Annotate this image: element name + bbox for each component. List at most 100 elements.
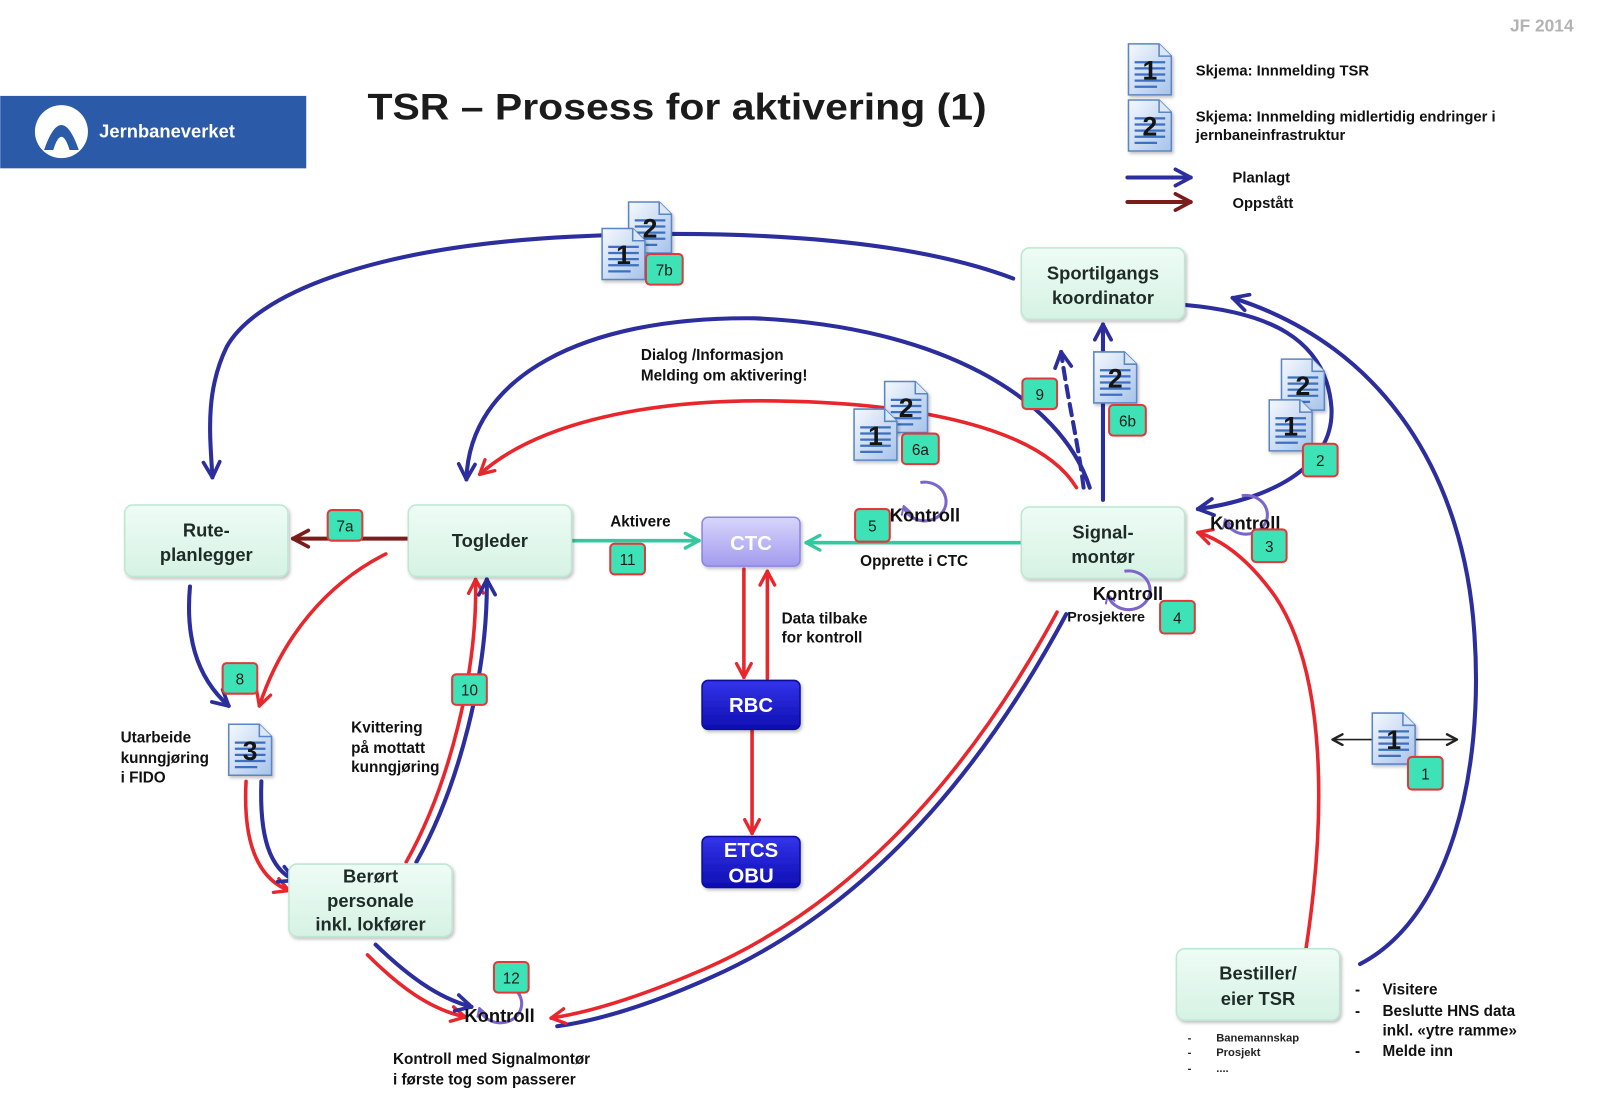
node-label-line: personale	[327, 890, 414, 911]
arrow-bestiller-to-signalmontor	[1196, 527, 1321, 951]
step-badge-5: 5	[854, 508, 891, 543]
node-sportilgangs-koordinator: Sportilgangs koordinator	[1020, 247, 1186, 321]
connector-arrows	[186, 231, 1479, 1029]
node-label-line: CTC	[730, 533, 772, 555]
document-number: 1	[868, 421, 883, 451]
list-bullet: -	[1188, 1033, 1192, 1045]
step-number: 6b	[1119, 413, 1136, 430]
step-badge-7a: 7a	[326, 509, 364, 542]
document-icon-1: 1	[1372, 713, 1415, 764]
arrow-berort-to-togleder-occurred	[404, 577, 485, 864]
node-bestiller: Bestiller/ eier TSR	[1175, 947, 1341, 1021]
legend-form-1-label: Skjema: Innmelding TSR	[1196, 63, 1370, 79]
list-bullet: -	[1188, 1047, 1192, 1059]
document-icon-1: 1	[602, 229, 645, 280]
list-item: Beslutte HNS data	[1382, 1003, 1515, 1020]
arrow-ruteplanlegger-to-fido	[186, 584, 231, 708]
document-number: 1	[616, 240, 631, 270]
step-badge-10: 10	[451, 673, 488, 706]
prosjektere-label: Prosjektere	[1067, 609, 1145, 625]
step-badge-11: 11	[609, 542, 646, 576]
watermark: JF 2014	[1510, 16, 1574, 36]
kontroll-med-label: i første tog som passerer	[393, 1071, 576, 1088]
list-item: Melde inn	[1382, 1043, 1453, 1060]
list-item: Prosjekt	[1216, 1047, 1261, 1059]
step-number: 6a	[912, 442, 930, 459]
list-bullet: -	[1355, 1043, 1360, 1060]
logo-arch-icon	[44, 124, 79, 150]
kvittering-label: på mottatt	[351, 740, 425, 757]
step-badge-1: 1	[1406, 755, 1444, 791]
legend-form-2-label: Skjema: Innmelding midlertidig endringer…	[1196, 109, 1496, 125]
document-icon-1: 1	[1269, 400, 1312, 451]
arrow-fido-to-berort-occurred	[243, 779, 291, 894]
page-title: TSR – Prosess for aktivering (1)	[367, 86, 986, 127]
step-number: 11	[620, 552, 636, 569]
dialog-label: Dialog /Informasjon	[641, 347, 784, 364]
legend: 1 Skjema: Innmelding TSR 2 Skjema: Innme…	[1125, 44, 1496, 212]
step-number: 8	[236, 672, 245, 689]
bestiller-example-list: - Banemannskap - Prosjekt - ....	[1188, 1033, 1300, 1076]
step-number: 4	[1173, 610, 1182, 627]
list-bullet: -	[1355, 982, 1360, 999]
cycle-icon	[1104, 569, 1152, 612]
opprette-label: Opprette i CTC	[860, 553, 968, 570]
logo-text: Jernbaneverket	[99, 121, 235, 142]
node-signalmontor: Signal- montør	[1020, 506, 1186, 580]
step-badge-8: 8	[221, 662, 259, 695]
document-icon-2: 2	[629, 202, 672, 253]
kontroll-label: Kontroll	[1093, 583, 1163, 604]
node-label-line: RBC	[729, 695, 773, 717]
node-label-line: Bestiller/	[1219, 962, 1297, 983]
arrow-berort-to-kontroll-occurred	[365, 953, 468, 1023]
document-number: 1	[1283, 412, 1298, 442]
arrow-berort-to-kontroll-planned	[373, 942, 474, 1013]
data-tilbake-label: Data tilbake	[782, 610, 868, 627]
dialog-label: Melding om aktivering!	[641, 368, 808, 385]
data-tilbake-label: for kontroll	[782, 630, 863, 647]
node-label-line: planlegger	[160, 544, 253, 565]
document-icon-2: 2	[885, 382, 928, 433]
kontroll-label: Kontroll	[1210, 512, 1280, 533]
kontroll-label: Kontroll	[464, 1005, 534, 1026]
step-badge-4: 4	[1159, 599, 1196, 635]
legend-form-2-label: jernbaneinfrastruktur	[1195, 128, 1346, 144]
arrow-signalmontor-to-kontroll-occurred	[549, 610, 1059, 1025]
document-icon-2: 2	[1282, 359, 1325, 410]
node-rbc: RBC	[701, 679, 801, 731]
node-label-line: eier TSR	[1221, 988, 1296, 1009]
kontroll-label: Kontroll	[890, 504, 960, 525]
document-icon-3: 3	[229, 724, 272, 775]
legend-form-2: 2	[1128, 100, 1171, 151]
node-label-line: ETCS	[724, 840, 778, 862]
step-number: 10	[461, 683, 478, 700]
node-label-line: Togleder	[452, 530, 528, 551]
node-label-line: montør	[1071, 546, 1134, 567]
node-label-line: inkl. lokfører	[315, 913, 425, 934]
document-icon-2: 2	[1094, 352, 1137, 403]
step-number: 1	[1421, 766, 1430, 783]
node-label-line: Berørt	[343, 865, 398, 886]
node-label-line: Rute-	[183, 520, 230, 541]
arrow-signalmontor-to-togleder-planned	[456, 316, 1092, 490]
utarbeide-label: kunngjøring	[121, 750, 209, 767]
node-ruteplanlegger: Rute- planlegger	[123, 504, 289, 578]
node-berort-personale: Berørt personale inkl. lokfører	[288, 863, 453, 938]
arrow-togleder-to-fido	[255, 552, 388, 708]
list-bullet: -	[1188, 1063, 1192, 1075]
step-badge-7b: 7b	[644, 252, 684, 286]
step-badge-9: 9	[1021, 377, 1059, 411]
document-number: 3	[243, 736, 258, 766]
step-number: 2	[1316, 453, 1325, 470]
step-badge-3: 3	[1250, 528, 1288, 564]
step-badge-6a: 6a	[900, 432, 940, 466]
cycle-icon	[1222, 493, 1269, 536]
step-number: 7b	[656, 262, 673, 279]
arrow-bestiller-to-sportilgang	[1230, 292, 1479, 967]
legend-planned-label: Planlagt	[1233, 171, 1291, 187]
list-item: inkl. «ytre ramme»	[1382, 1022, 1516, 1039]
arrow-fido-to-berort-planned	[259, 779, 298, 884]
list-item: Visitere	[1382, 982, 1437, 999]
arrow-berort-to-togleder-planned	[414, 577, 497, 865]
